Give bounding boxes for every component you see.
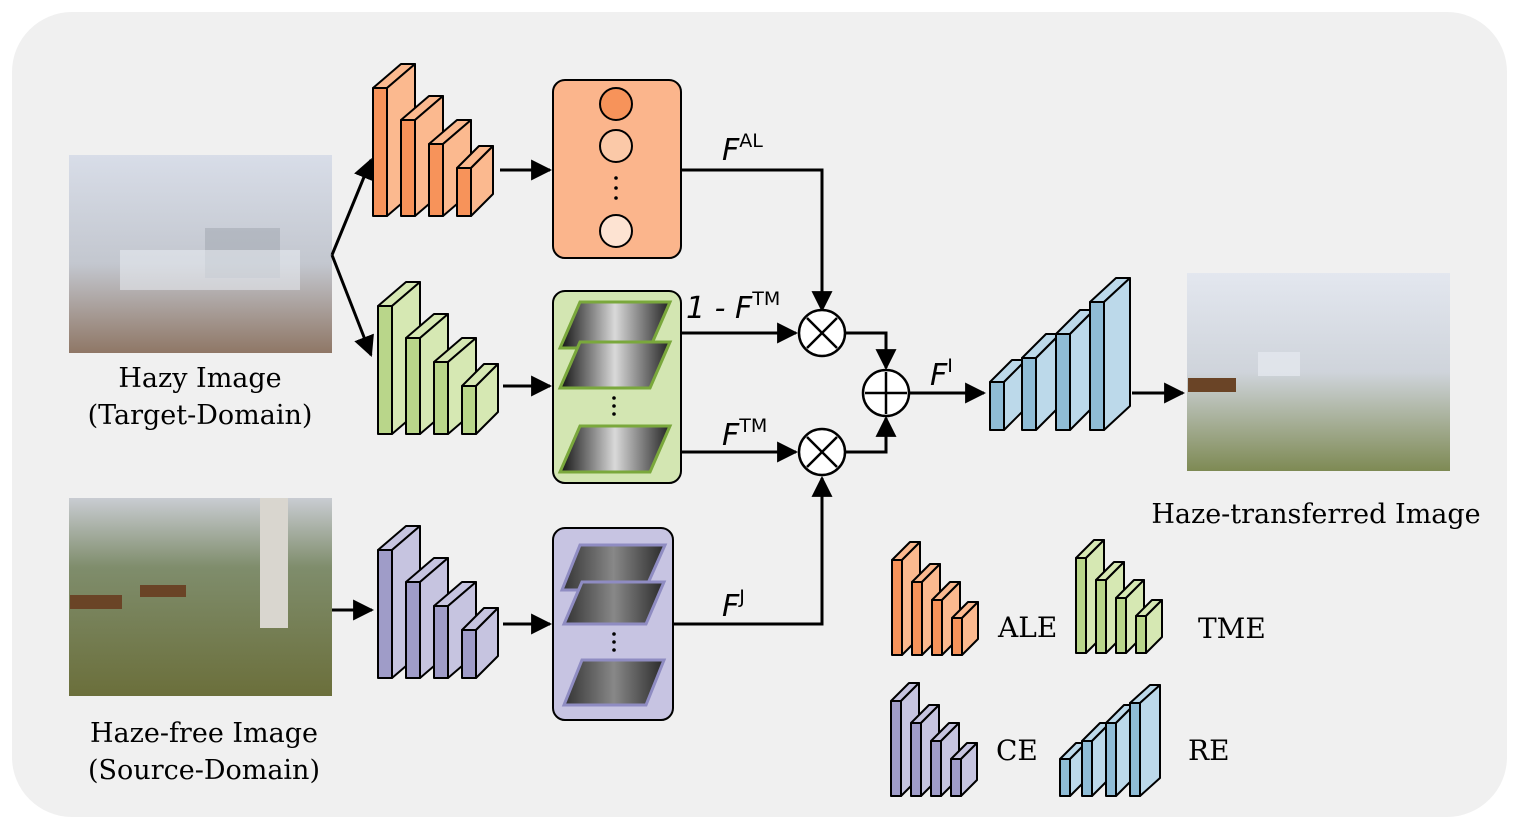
feature-label-i: FI bbox=[930, 355, 953, 393]
legend-ale-icon bbox=[891, 541, 979, 656]
legend-re-icon bbox=[1059, 684, 1161, 797]
add-icon bbox=[861, 368, 911, 418]
feature-label-al: FAL bbox=[722, 130, 763, 168]
legend-ce-label: CE bbox=[996, 734, 1038, 767]
haze-transferred-image bbox=[1187, 273, 1450, 471]
tme-encoder bbox=[377, 281, 499, 435]
legend-tme-label: TME bbox=[1198, 612, 1266, 645]
transmission-map-box bbox=[552, 290, 682, 484]
hazy-image-label-line1: Hazy Image bbox=[118, 363, 281, 394]
hazefree-image-label-line2: (Source-Domain) bbox=[88, 755, 320, 786]
hazefree-image-label-line1: Haze-free Image bbox=[90, 718, 318, 749]
multiply-icon bbox=[797, 427, 847, 477]
legend-ce-icon bbox=[890, 682, 978, 797]
re-decoder bbox=[989, 277, 1131, 431]
hazefree-image bbox=[69, 498, 332, 696]
atmospheric-light-box bbox=[552, 79, 682, 259]
ce-encoder bbox=[377, 525, 499, 679]
hazy-image-label-line2: (Target-Domain) bbox=[88, 400, 313, 431]
ale-encoder bbox=[372, 63, 494, 217]
legend-tme-icon bbox=[1075, 539, 1163, 654]
feature-label-tm: FTM bbox=[722, 415, 767, 453]
legend-ale-label: ALE bbox=[997, 611, 1057, 644]
feature-label-one-minus-tm: 1 - FTM bbox=[686, 288, 780, 326]
clean-feature-box bbox=[552, 527, 674, 721]
vertical-ellipsis-icon bbox=[614, 176, 618, 200]
connectors bbox=[330, 158, 1186, 635]
legend-re-label: RE bbox=[1188, 734, 1230, 767]
hazy-image bbox=[69, 155, 332, 353]
multiply-icon bbox=[797, 308, 847, 358]
feature-label-j: FJ bbox=[722, 586, 745, 624]
output-image-label: Haze-transferred Image bbox=[1151, 499, 1480, 530]
